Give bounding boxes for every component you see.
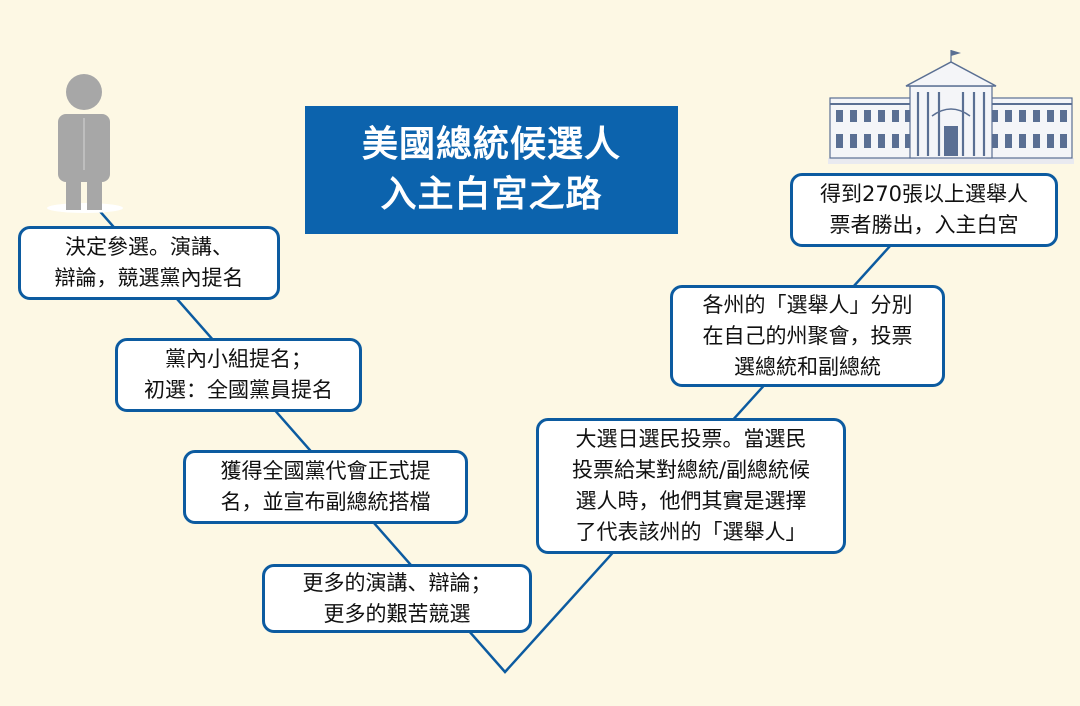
step-2-box: 黨內小組提名； 初選：全國黨員提名 bbox=[115, 338, 362, 412]
step-7-box: 得到270張以上選舉人 票者勝出，入主白宮 bbox=[790, 173, 1058, 247]
step-3-box: 獲得全國黨代會正式提 名，並宣布副總統搭檔 bbox=[183, 450, 468, 524]
step-text-line: 大選日選民投票。當選民 bbox=[576, 424, 807, 455]
step-text-line: 選總統和副總統 bbox=[734, 352, 881, 383]
title-line-1: 美國總統候選人 bbox=[362, 120, 621, 170]
step-4-box: 更多的演講、辯論； 更多的艱苦競選 bbox=[262, 564, 532, 633]
step-text-line: 辯論，競選黨內提名 bbox=[55, 263, 244, 294]
step-text-line: 得到270張以上選舉人 bbox=[820, 179, 1028, 210]
step-1-box: 決定參選。演講、 辯論，競選黨內提名 bbox=[18, 226, 280, 300]
step-text-line: 了代表該州的「選舉人」 bbox=[576, 517, 807, 548]
step-6-box: 各州的「選舉人」分別 在自己的州聚會，投票 選總統和副總統 bbox=[670, 285, 945, 387]
white-house-icon bbox=[828, 46, 1074, 166]
diagram-title: 美國總統候選人 入主白宮之路 bbox=[305, 106, 678, 234]
step-text-line: 在自己的州聚會，投票 bbox=[703, 321, 913, 352]
person-icon bbox=[40, 70, 130, 218]
step-5-box: 大選日選民投票。當選民 投票給某對總統/副總統候 選人時，他們其實是選擇 了代表… bbox=[536, 418, 846, 554]
step-text-line: 決定參選。演講、 bbox=[65, 232, 233, 263]
step-text-line: 各州的「選舉人」分別 bbox=[703, 290, 913, 321]
title-line-2: 入主白宮之路 bbox=[380, 170, 602, 220]
step-text-line: 獲得全國黨代會正式提 bbox=[221, 456, 431, 487]
step-text-line: 更多的艱苦競選 bbox=[324, 599, 471, 630]
step-text-line: 更多的演講、辯論； bbox=[303, 568, 492, 599]
step-text-line: 投票給某對總統/副總統候 bbox=[572, 455, 810, 486]
step-text-line: 黨內小組提名； bbox=[165, 344, 312, 375]
step-text-line: 票者勝出，入主白宮 bbox=[830, 210, 1019, 241]
step-text-line: 初選：全國黨員提名 bbox=[144, 375, 333, 406]
step-text-line: 選人時，他們其實是選擇 bbox=[576, 486, 807, 517]
step-text-line: 名，並宣布副總統搭檔 bbox=[221, 487, 431, 518]
